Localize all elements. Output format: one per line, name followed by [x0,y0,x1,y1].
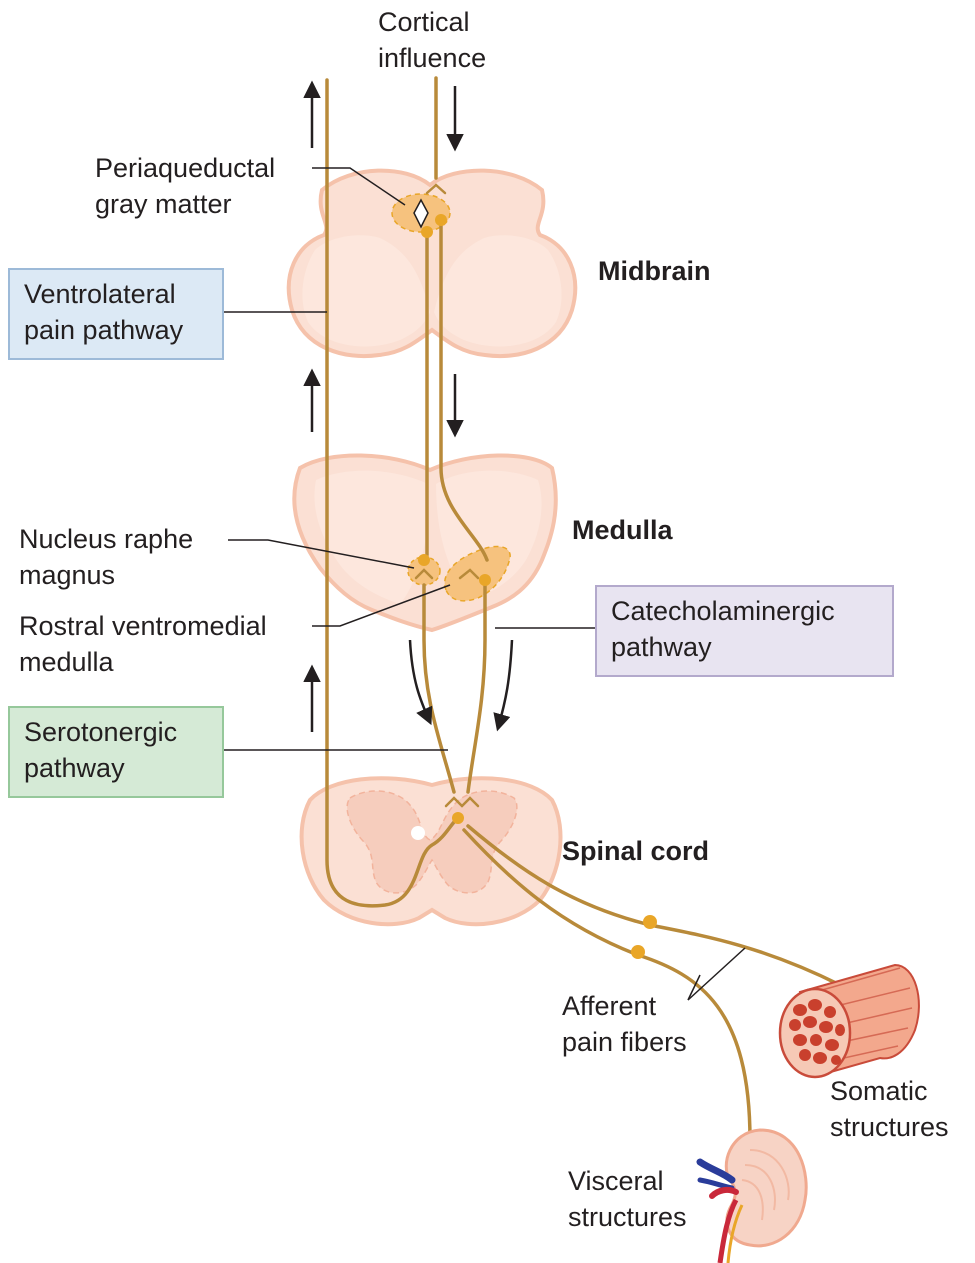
nucleus-raphe-magnus-label: Nucleus raphe magnus [19,521,193,593]
afferent-pain-fibers-label: Afferent pain fibers [562,988,687,1060]
cortical-influence-label: Cortical influence [378,4,486,76]
descending-arrow-left-curved [408,639,433,726]
descending-arrow-right-curved [493,639,514,732]
visceral-structures-line-1: Visceral [568,1166,664,1196]
visceral-structures-label: Visceral structures [568,1163,687,1235]
kidney-illustration [696,1128,808,1263]
cortical-influence-line-2: influence [378,43,487,73]
pag-to-rvm-fiber [439,218,489,562]
medulla-label: Medulla [572,515,673,545]
neuron-cell-bodies [418,214,657,959]
periaqueductal-gray-label: Periaqueductal gray matter [95,150,275,222]
nucleus-raphe-magnus-line-1: Nucleus raphe [19,524,194,554]
midbrain-section [286,168,578,358]
rostral-ventromedial-medulla-label: Rostral ventromedial medulla [19,608,267,680]
ventrolateral-box-line-2: pain pathway [24,315,184,345]
visceral-structures-line-2: structures [568,1202,687,1232]
serotonergic-box-line-1: Serotonergic [24,717,178,747]
gray-matter [346,790,518,894]
ventrolateral-box-line-1: Ventrolateral [24,279,176,309]
serotonergic-pathway-box: Serotonergic pathway [8,706,224,798]
ventrolateral-pain-pathway-box: Ventrolateral pain pathway [8,268,224,360]
periaqueductal-gray-line-2: gray matter [95,189,232,219]
nucleus-raphe-magnus-line-2: magnus [19,560,116,590]
serotonergic-descending-fiber [422,583,456,794]
direction-arrows [303,80,514,732]
ventrolateral-tract-line [325,78,460,908]
leader-lines [224,167,746,1001]
rostral-ventromedial-medulla-line-1: Rostral ventromedial [19,611,267,641]
cerebral-aqueduct [413,198,429,229]
catecholaminergic-box-line-2: pathway [611,632,712,662]
somatic-structures-label: Somatic structures [830,1073,949,1145]
catecholaminergic-box-line-1: Catecholaminergic [611,596,835,626]
cortical-influence-line-1: Cortical [378,7,470,37]
rostral-ventromedial-nucleus [443,545,511,602]
muscle-illustration [778,963,920,1079]
catecholaminergic-pathway-box: Catecholaminergic pathway [595,585,894,677]
catecholaminergic-descending-fiber [466,580,487,794]
nerve-pathways [325,76,842,1142]
afferent-pain-fibers-line-2: pain fibers [562,1027,687,1057]
periaqueductal-gray-line-1: Periaqueductal [95,153,276,183]
somatic-structures-line-1: Somatic [830,1076,928,1106]
somatic-structures-line-2: structures [830,1112,949,1142]
spinal-cord-label: Spinal cord [562,836,710,866]
midbrain-label: Midbrain [598,256,711,286]
central-canal [411,826,425,840]
afferent-pain-fibers-line-1: Afferent [562,991,657,1021]
rostral-ventromedial-medulla-line-2: medulla [19,647,114,677]
spinal-cord-section [299,776,563,927]
serotonergic-box-line-2: pathway [24,753,125,783]
